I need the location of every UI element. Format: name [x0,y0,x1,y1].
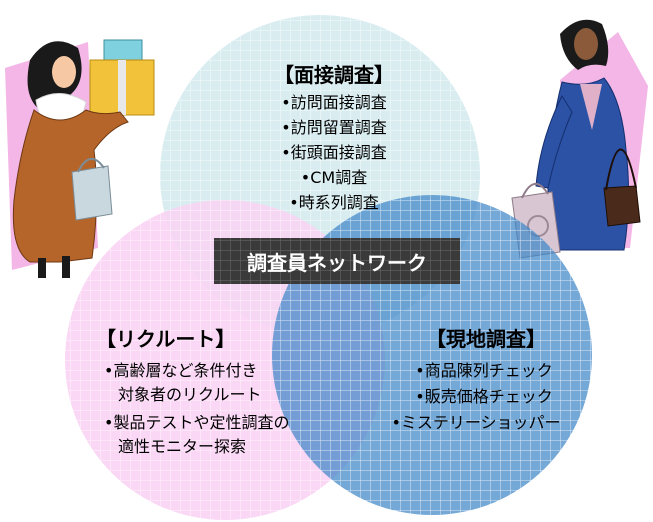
center-label-box: 調査員ネットワーク [214,238,460,284]
recruit-item-2: 対象者のリクルート [118,385,262,404]
interview-text-group: 【面接調査】 •訪問面接調査 •訪問留置調査 •街頭面接調査 •CM調査 •時系… [274,63,394,212]
field-item-3: •ミステリーショッパー [391,413,560,432]
center-label: 調査員ネットワーク [247,251,427,275]
recruit-title: 【リクルート】 [96,327,235,351]
recruit-item-1: •高齢層など条件付き [104,361,257,380]
field-item-1: •商品陳列チェック [415,361,552,380]
recruit-item-4: 適性モニター探索 [118,437,246,456]
business-woman-illustration [511,19,648,259]
field-item-2: •販売価格チェック [415,387,552,406]
woman-coat [12,109,129,263]
field-title: 【現地調査】 [426,327,546,351]
gift-box-icon [103,39,143,63]
interview-title: 【面接調査】 [274,63,394,87]
shopping-woman-illustration [5,39,155,278]
field-text-group: 【現地調査】 •商品陳列チェック •販売価格チェック •ミステリーショッパー [391,327,560,432]
interview-item-5: •時系列調査 [289,193,378,212]
interview-item-2: •訪問留置調査 [281,118,386,137]
interview-item-3: •街頭面接調査 [281,143,386,162]
interview-item-4: •CM調査 [301,168,367,187]
interview-item-1: •訪問面接調査 [281,93,386,112]
recruit-text-group: 【リクルート】 •高齢層など条件付き 対象者のリクルート •製品テストや定性調査… [96,327,289,456]
recruit-item-3: •製品テストや定性調査の [104,413,289,432]
